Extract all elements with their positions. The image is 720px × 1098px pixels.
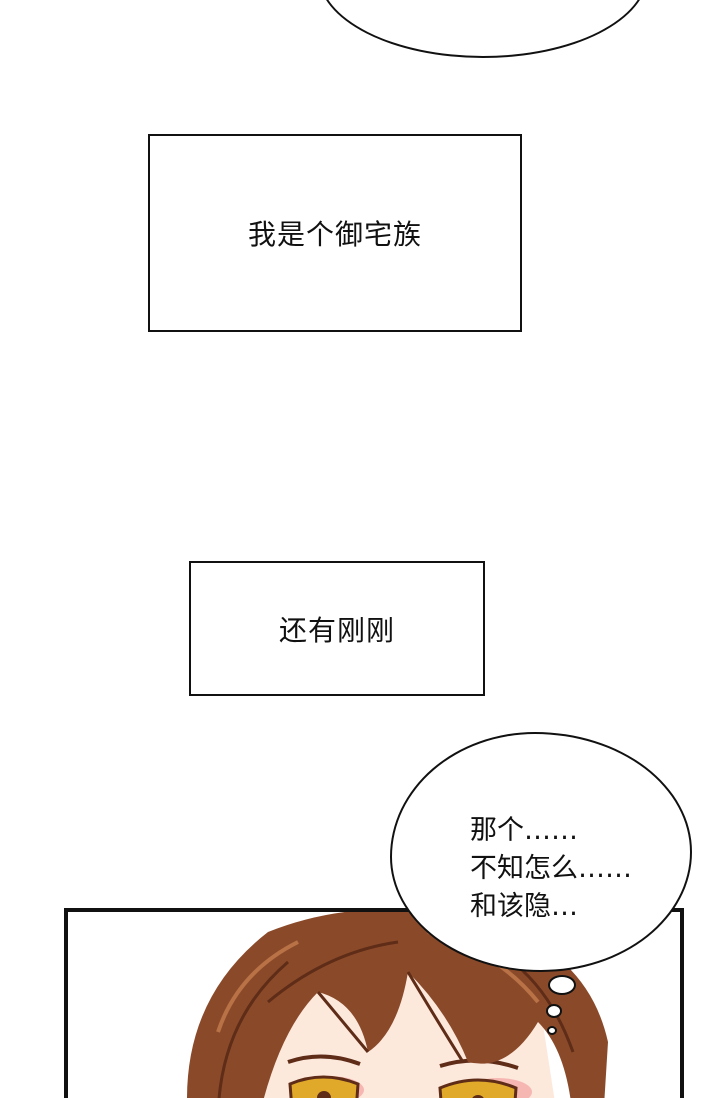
narration-box-1: 我是个御宅族	[148, 134, 522, 332]
thought-dot-small	[547, 1026, 557, 1035]
speech-line-3: 和该隐…	[470, 891, 578, 922]
thought-dot-large	[548, 975, 576, 995]
narration-text-1: 我是个御宅族	[247, 218, 422, 251]
narration-box-2: 还有刚刚	[189, 561, 485, 696]
speech-bubble	[390, 732, 692, 972]
speech-line-1: 那个……	[470, 815, 578, 846]
character-illustration	[187, 912, 608, 1098]
narration-text-2: 还有刚刚	[278, 613, 395, 647]
speech-line-2: 不知怎么……	[470, 853, 632, 884]
thought-dot-medium	[546, 1004, 562, 1018]
speech-bubble-top	[318, 0, 648, 58]
speech-text: 那个…… 不知怎么…… 和该隐…	[470, 812, 632, 926]
